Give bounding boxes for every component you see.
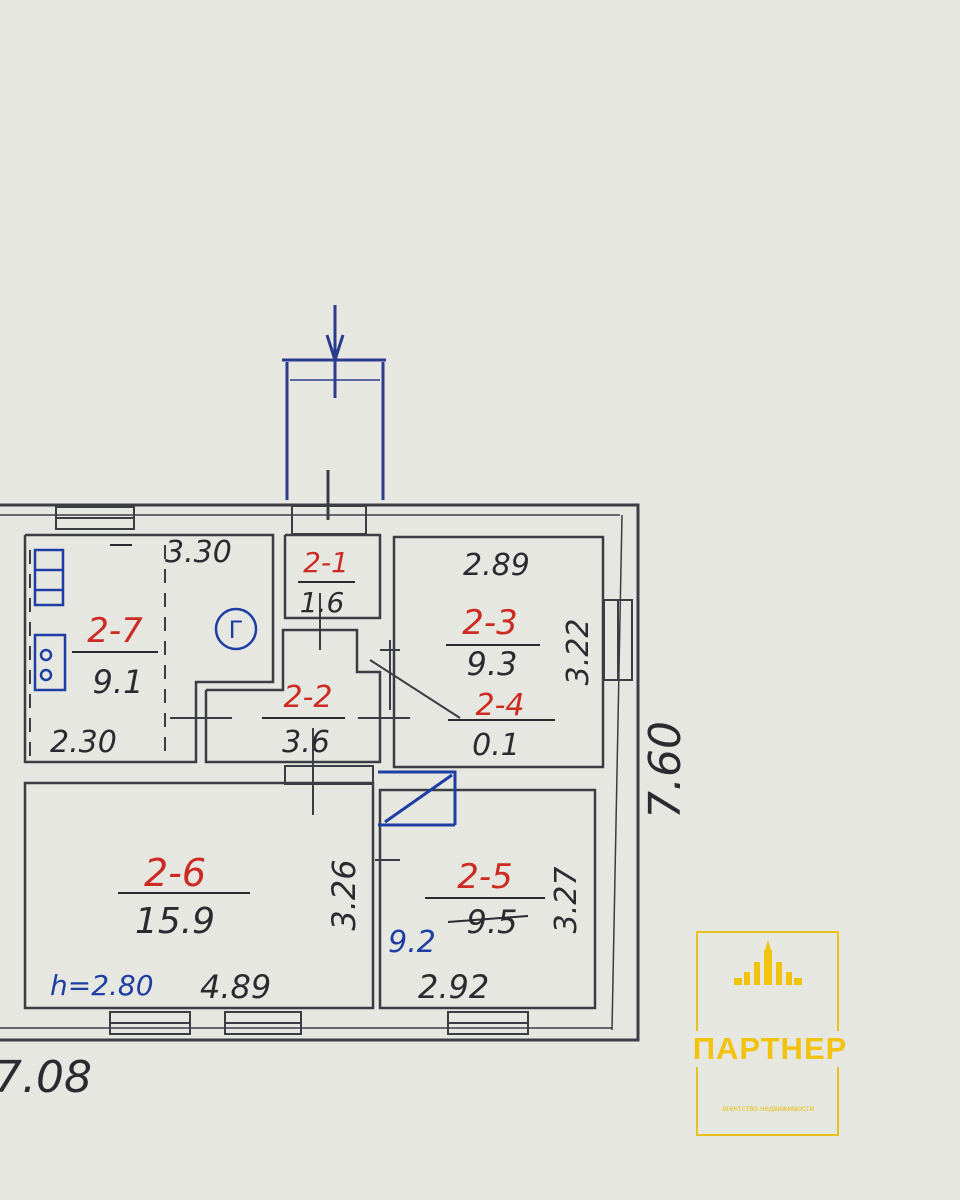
room-id-2-5: 2-5 (457, 857, 513, 897)
entrance-porch (282, 305, 386, 520)
fraction-lines (72, 544, 555, 899)
dim-room3-top: 2.89 (463, 548, 530, 583)
room-area-2-2: 3.6 (282, 725, 330, 760)
room-id-2-1: 2-1 (303, 546, 349, 579)
ceiling-height: h=2.80 (50, 969, 154, 1002)
dim-total-bottom: 7.08 (0, 1052, 92, 1103)
room-area-2-1: 1.6 (300, 586, 345, 619)
room-id-2-4: 2-4 (476, 688, 525, 723)
door-room-5 (378, 770, 457, 827)
room-area-2-3: 9.3 (467, 645, 518, 683)
room-area-2-6: 15.9 (135, 901, 215, 942)
dim-kitchen-top: 3.30 (165, 535, 232, 570)
room-id-2-6: 2-6 (144, 851, 206, 895)
room-id-2-2: 2-2 (284, 680, 333, 715)
dim-room6-bottom: 4.89 (200, 968, 271, 1006)
dim-room6-side: 3.26 (325, 859, 363, 930)
dim-kitchen-bottom: 2.30 (50, 725, 117, 760)
gas-symbol-icon (214, 607, 258, 651)
dashed-lines (29, 545, 166, 760)
dim-room5-bottom: 2.92 (418, 968, 489, 1006)
room-area-correction-2-5: 9.2 (388, 925, 436, 960)
dim-room3-side: 3.22 (561, 619, 596, 686)
room-walls (23, 533, 605, 1010)
doors (170, 593, 461, 861)
dim-total-right: 7.60 (640, 721, 691, 819)
room-area-2-7: 9.1 (93, 663, 144, 701)
room-area-2-4: 0.1 (472, 728, 520, 763)
watermark-tagline: агентство недвижимости (721, 1104, 815, 1113)
dim-room5-side: 3.27 (549, 867, 584, 934)
watermark-brand: ПАРТНЕР (688, 1031, 852, 1067)
windows (55, 505, 633, 1035)
room-area-2-5: 9.5 (467, 903, 518, 941)
room-id-2-3: 2-3 (462, 603, 518, 643)
room-id-2-7: 2-7 (87, 611, 143, 651)
stove-icon (33, 548, 67, 692)
gas-symbol-label: Г (229, 616, 244, 644)
watermark-logo-icon (734, 940, 802, 985)
area-strike (447, 915, 529, 923)
